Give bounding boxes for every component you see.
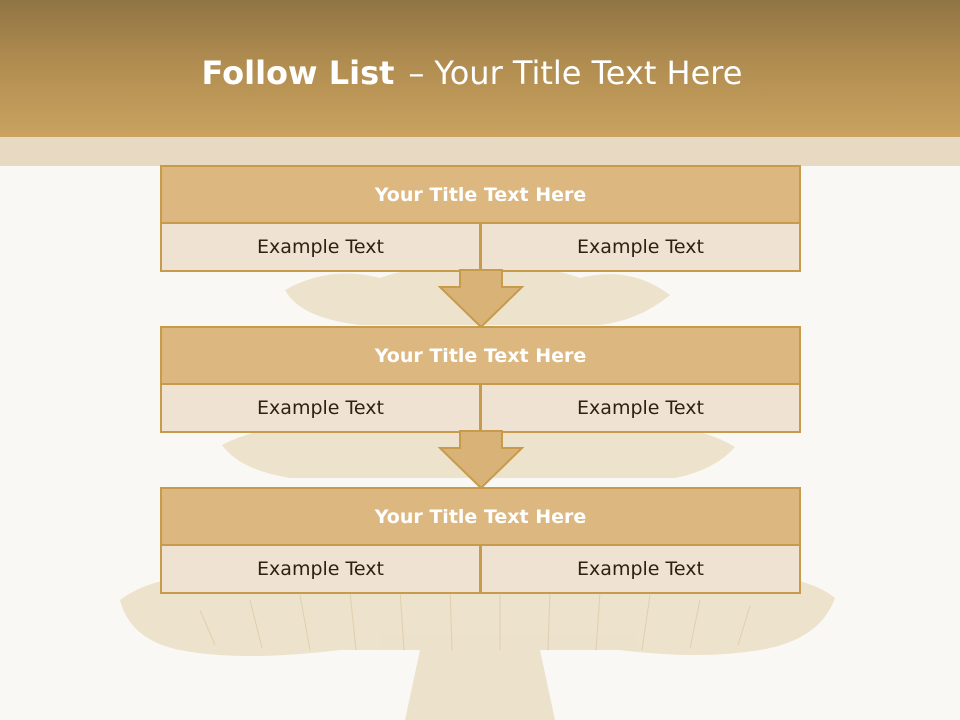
- page-title: Follow List–Your Title Text Here: [0, 54, 944, 92]
- follow-block-3: Your Title Text Here Example Text Exampl…: [160, 487, 801, 594]
- header-band: [0, 137, 960, 166]
- page-title-dash: –: [408, 54, 425, 92]
- arrow-down-icon: [438, 269, 524, 329]
- arrow-down-icon: [438, 430, 524, 490]
- page-title-rest: Your Title Text Here: [434, 54, 743, 92]
- header-bar: [0, 0, 960, 137]
- block-title: Your Title Text Here: [160, 165, 801, 224]
- follow-block-1: Your Title Text Here Example Text Exampl…: [160, 165, 801, 272]
- block-cell-left: Example Text: [160, 383, 481, 433]
- block-cell-left: Example Text: [160, 222, 481, 272]
- block-cell-right: Example Text: [480, 222, 801, 272]
- block-cell-right: Example Text: [480, 544, 801, 594]
- page-title-bold: Follow List: [201, 54, 395, 92]
- block-cell-right: Example Text: [480, 383, 801, 433]
- block-cell-left: Example Text: [160, 544, 481, 594]
- follow-block-2: Your Title Text Here Example Text Exampl…: [160, 326, 801, 433]
- block-title: Your Title Text Here: [160, 326, 801, 385]
- block-title: Your Title Text Here: [160, 487, 801, 546]
